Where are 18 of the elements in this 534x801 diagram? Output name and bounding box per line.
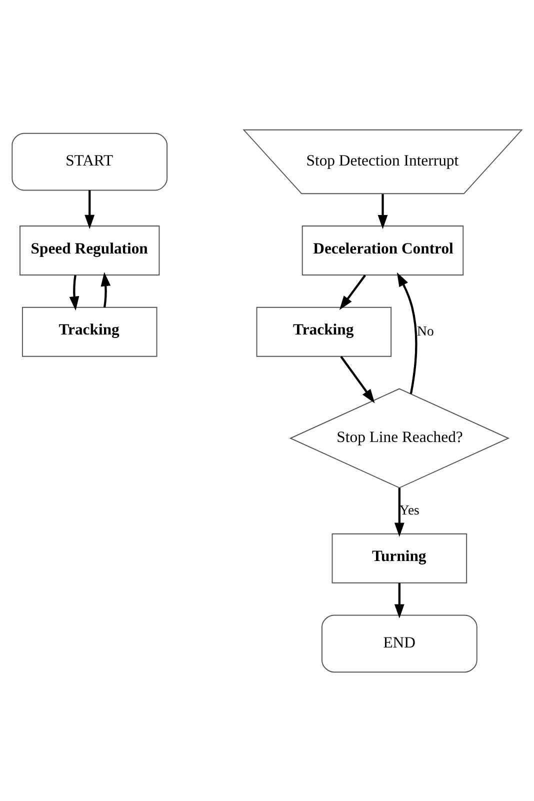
arrow [396, 272, 418, 394]
node-box: Speed Regulation [20, 225, 160, 275]
edge-label: Yes [399, 502, 420, 517]
node-box: START [12, 132, 168, 190]
arrow [394, 487, 404, 536]
arrow [84, 190, 95, 229]
arrow [378, 194, 388, 229]
arrow [394, 582, 404, 618]
arrow [69, 274, 80, 310]
arrow [100, 272, 111, 308]
arrow [340, 355, 375, 403]
node-box: Tracking [22, 306, 158, 356]
edge-label: No [417, 323, 434, 338]
arrow [339, 274, 366, 310]
node-box: Tracking [256, 306, 392, 356]
node-box: Deceleration Control [302, 225, 464, 275]
node-box: END [321, 614, 478, 672]
node-box: Turning [332, 532, 468, 583]
